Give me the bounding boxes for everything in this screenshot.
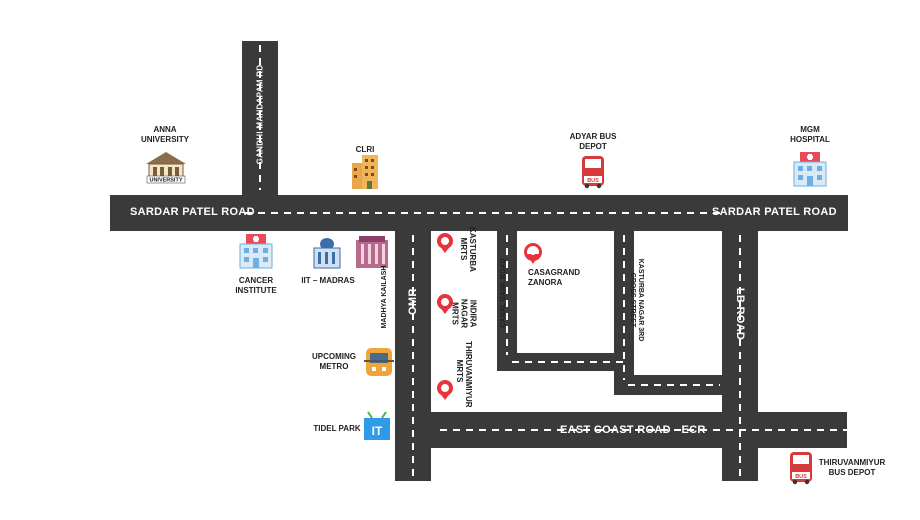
road-network [110,41,848,481]
temple-icon [356,236,388,268]
road-label-madhya-kailash: MADHYA KAILASH [381,265,388,329]
svg-text:UNIVERSITY: UNIVERSITY [149,178,182,184]
hospital-icon [239,234,273,269]
label-project-casagrand-zanora: CASAGRAND ZANORA [528,268,580,287]
bus-icon: BUS [790,452,812,485]
road-label-kasturba-cross: KASTURBA NAGAR 3RD CROSS STREET [629,258,644,342]
road-label-canal-bank: CANAL BANK ROAD [500,258,507,328]
label-iit-madras: IIT – MADRAS [301,276,355,285]
road-label-ecr: EAST COAST ROAD - ECR [560,424,706,436]
label-indira-nagar-mrts: INDIRA NAGAR MRTS [450,298,478,329]
road-gandhi-mandapam [242,41,278,197]
label-upcoming-metro: UPCOMING METRO [312,352,356,371]
bus-icon: BUS [582,156,604,189]
it-park-icon: IT [364,411,390,440]
mrts-pin-icon [437,294,453,314]
road-label-gandhi-mandapam: GANDHI MANDAPAM RD [255,64,265,165]
label-anna-university: ANNA UNIVERSITY [140,125,189,144]
institution-icon [313,238,341,269]
road-kasturba-cross [614,229,634,395]
svg-text:BUS: BUS [795,474,807,480]
label-clri: CLRI [355,145,375,154]
hospital-icon [793,152,827,187]
label-cancer-institute: CANCER INSTITUTE [235,276,277,295]
project-location-pin-icon [524,243,542,264]
svg-text:BUS: BUS [587,178,599,184]
svg-text:IT: IT [372,424,383,438]
mrts-pin-icon [437,233,453,253]
label-thiruvanmiyur-bus-depot: THIRUVANMIYUR BUS DEPOT [818,458,886,477]
road-label-sardar-patel-right: SARDAR PATEL ROAD [712,206,837,218]
label-thiruvanmiyur-mrts: THIRUVANMIYUR MRTS [455,341,473,408]
road-label-sardar-patel-left: SARDAR PATEL ROAD [130,206,255,218]
road-label-lb-road: LB ROAD [734,287,746,341]
road-dashes [245,45,847,478]
label-kasturba-mrts: KASTURBA MRTS [459,227,477,272]
road-label-omr: OMR [407,288,419,315]
label-tidel-park: TIDEL PARK [313,424,361,433]
building-icon [352,155,378,189]
metro-icon [364,348,394,376]
label-adyar-bus-depot: ADYAR BUS DEPOT [569,132,617,151]
university-icon: UNIVERSITY [146,152,186,184]
mrts-pin-icon [437,380,453,400]
label-mgm-hospital: MGM HOSPITAL [790,125,830,144]
